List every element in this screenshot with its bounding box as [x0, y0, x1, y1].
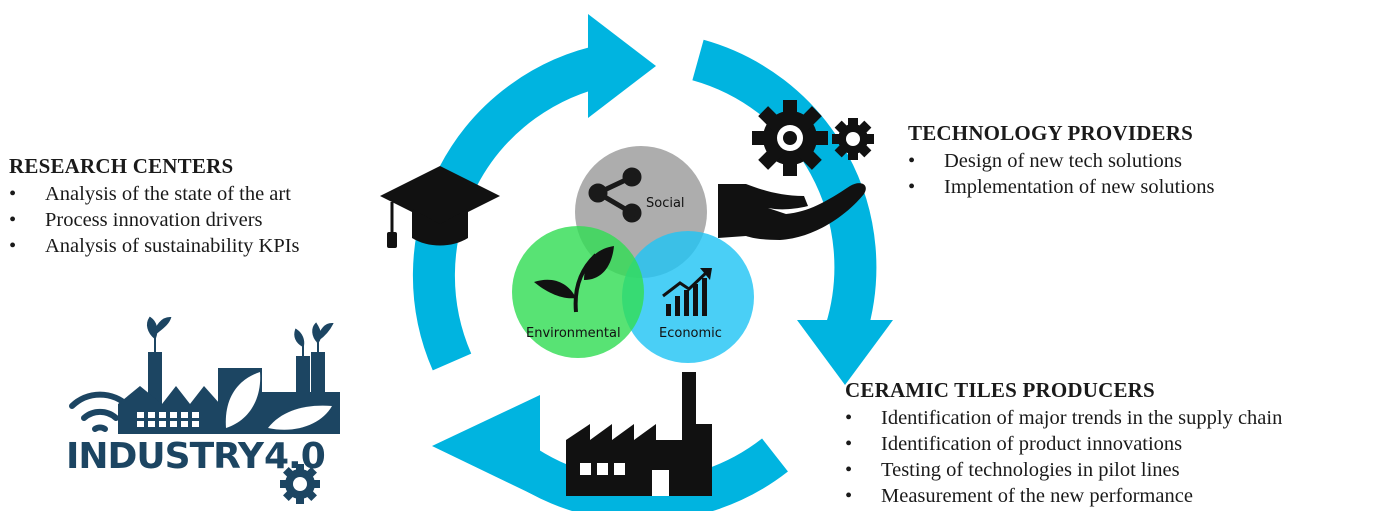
list-item: Identification of product innovations [845, 431, 1282, 457]
list-item: Testing of technologies in pilot lines [845, 457, 1282, 483]
sprout-icons [146, 316, 334, 356]
arrowhead-right [797, 320, 893, 385]
factory-icon [566, 372, 712, 496]
research-centers-list: Analysis of the state of the art Process… [9, 181, 300, 259]
arc-right [692, 39, 877, 337]
graduation-cap-icon [380, 166, 500, 248]
share-icon [588, 167, 642, 223]
ceramic-producers-title: CERAMIC TILES PRODUCERS [845, 378, 1155, 402]
venn-social-label: Social [646, 196, 685, 211]
industry-text: INDUSTRY [66, 436, 265, 477]
gear-base-icon [280, 464, 320, 504]
list-item: Analysis of sustainability KPIs [9, 233, 300, 259]
ceramic-producers-block: CERAMIC TILES PRODUCERS Identification o… [845, 377, 1282, 509]
ceramic-producers-list: Identification of major trends in the su… [845, 405, 1282, 509]
list-item: Implementation of new solutions [908, 174, 1214, 200]
venn-diagram: Social Environmental Economic [512, 146, 754, 363]
industry-version-text: 4.0 [264, 436, 325, 477]
research-centers-block: RESEARCH CENTERS Analysis of the state o… [9, 153, 300, 259]
list-item: Measurement of the new performance [845, 483, 1282, 509]
technology-providers-block: TECHNOLOGY PROVIDERS Design of new tech … [908, 120, 1214, 200]
arrowhead-top [588, 14, 656, 118]
list-item: Process innovation drivers [9, 207, 300, 233]
venn-environmental-label: Environmental [526, 326, 621, 341]
list-item: Identification of major trends in the su… [845, 405, 1282, 431]
growth-chart-icon [662, 268, 712, 316]
cycle-arrowheads [432, 14, 893, 498]
leaf-sprout-icon [534, 246, 614, 313]
list-item: Analysis of the state of the art [9, 181, 300, 207]
venn-economic-label: Economic [659, 326, 722, 341]
hand-gears-icon [718, 100, 874, 240]
big-leaf-icon [225, 372, 332, 430]
industry-logo: INDUSTRY 4.0 [66, 316, 340, 504]
technology-providers-list: Design of new tech solutions Implementat… [908, 148, 1214, 200]
list-item: Design of new tech solutions [908, 148, 1214, 174]
arrowhead-left [432, 395, 540, 498]
technology-providers-title: TECHNOLOGY PROVIDERS [908, 121, 1194, 145]
research-centers-title: RESEARCH CENTERS [9, 154, 234, 178]
